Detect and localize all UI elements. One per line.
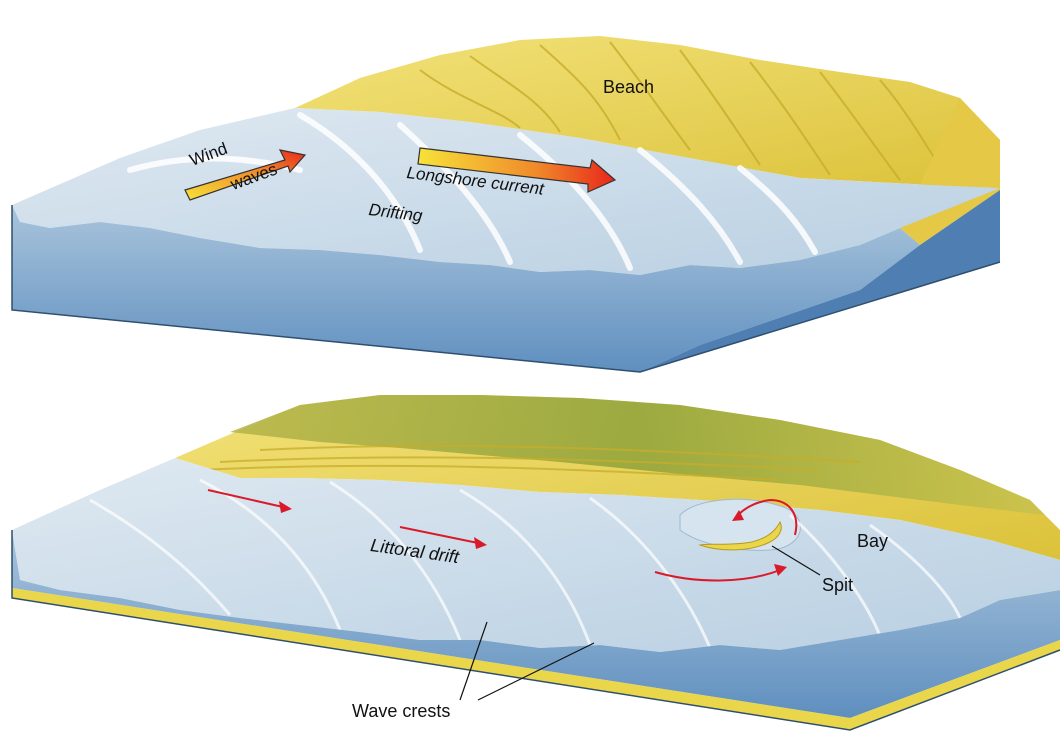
drift-arrow-3 [654, 564, 787, 582]
top-beach-surface [295, 36, 1000, 188]
drift-arrow-1 [207, 489, 292, 513]
top-water-surface [12, 108, 1000, 275]
wave-crests-label: Wave crests [352, 701, 451, 721]
bottom-ridges [199, 444, 861, 481]
spit-label: Spit [822, 575, 854, 595]
beach-label: Beach [603, 77, 655, 97]
wind-waves-arrow [184, 149, 307, 201]
bottom-water-surface [12, 458, 1060, 652]
bay-label: Bay [857, 531, 889, 551]
longshore-current-arrow [417, 147, 617, 193]
bottom-vegetation [230, 395, 1045, 515]
bottom-water-front [12, 530, 1060, 718]
top-water-front [12, 205, 920, 372]
top-water-side [640, 190, 1000, 372]
beach-ridges [419, 41, 951, 183]
spit-landform [698, 520, 782, 551]
bottom-block [11, 395, 1061, 731]
bay-curl-arrow [732, 498, 798, 536]
leader-lines [459, 545, 821, 701]
drift-arrows [207, 489, 798, 582]
top-block [11, 36, 1001, 373]
drift-arrow-2 [399, 526, 487, 549]
bottom-wave-streaks [89, 478, 962, 649]
